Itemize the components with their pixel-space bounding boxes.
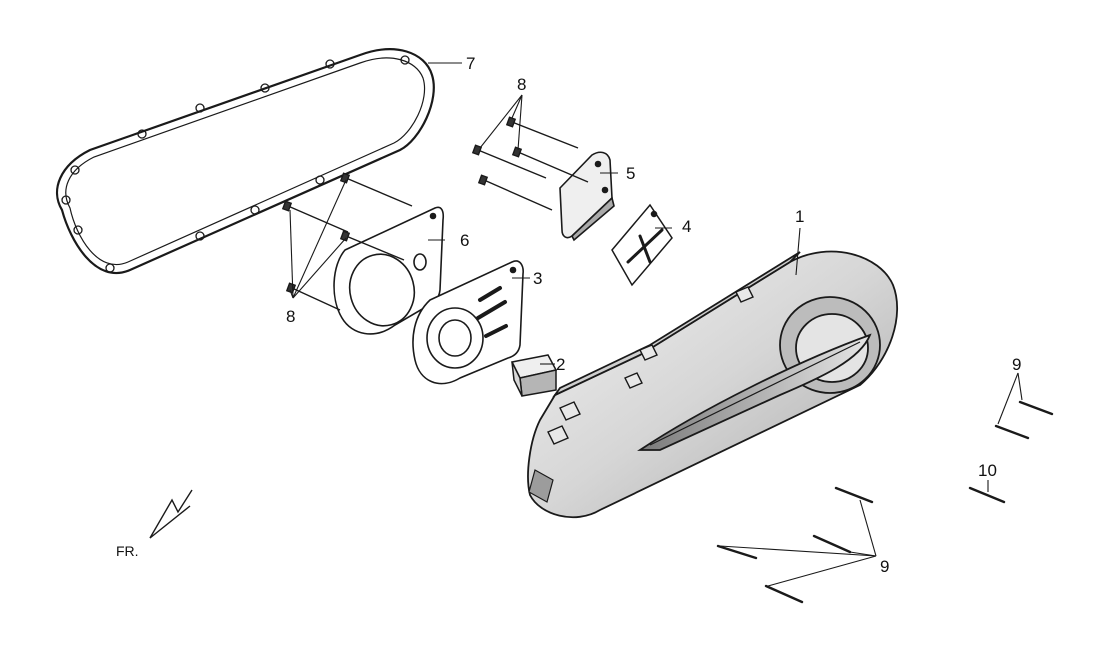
callout-8-upper: 8 xyxy=(517,75,526,94)
front-direction-arrow xyxy=(149,489,193,539)
callout-4: 4 xyxy=(682,217,691,236)
plate-part-3 xyxy=(412,260,524,385)
bolts-group-9-right xyxy=(994,400,1054,440)
callout-9-right: 9 xyxy=(1012,355,1021,374)
plate-part-4 xyxy=(611,203,673,287)
callout-6: 6 xyxy=(460,231,469,250)
callout-7: 7 xyxy=(466,54,475,73)
bolt-part-10 xyxy=(968,486,1006,504)
plate-part-6 xyxy=(333,206,445,335)
callout-8-lower: 8 xyxy=(286,307,295,326)
callout-labels: 1 2 3 4 5 6 7 8 8 9 9 10 FR. xyxy=(116,54,1021,576)
rubber-block-part-2 xyxy=(510,354,558,397)
bolts-group-8-upper xyxy=(471,116,589,211)
callout-1: 1 xyxy=(795,207,804,226)
callout-2: 2 xyxy=(556,355,565,374)
leader-lines xyxy=(289,62,1023,587)
crankcase-cover-part-1 xyxy=(527,250,898,519)
bracket-part-5 xyxy=(559,151,615,242)
callout-5: 5 xyxy=(626,164,635,183)
callout-10: 10 xyxy=(978,461,997,480)
callout-9-bottom: 9 xyxy=(880,557,889,576)
callout-3: 3 xyxy=(533,269,542,288)
bolts-group-9-bottom xyxy=(716,486,874,604)
gasket-part-7 xyxy=(55,48,435,274)
front-direction-label: FR. xyxy=(116,543,139,559)
